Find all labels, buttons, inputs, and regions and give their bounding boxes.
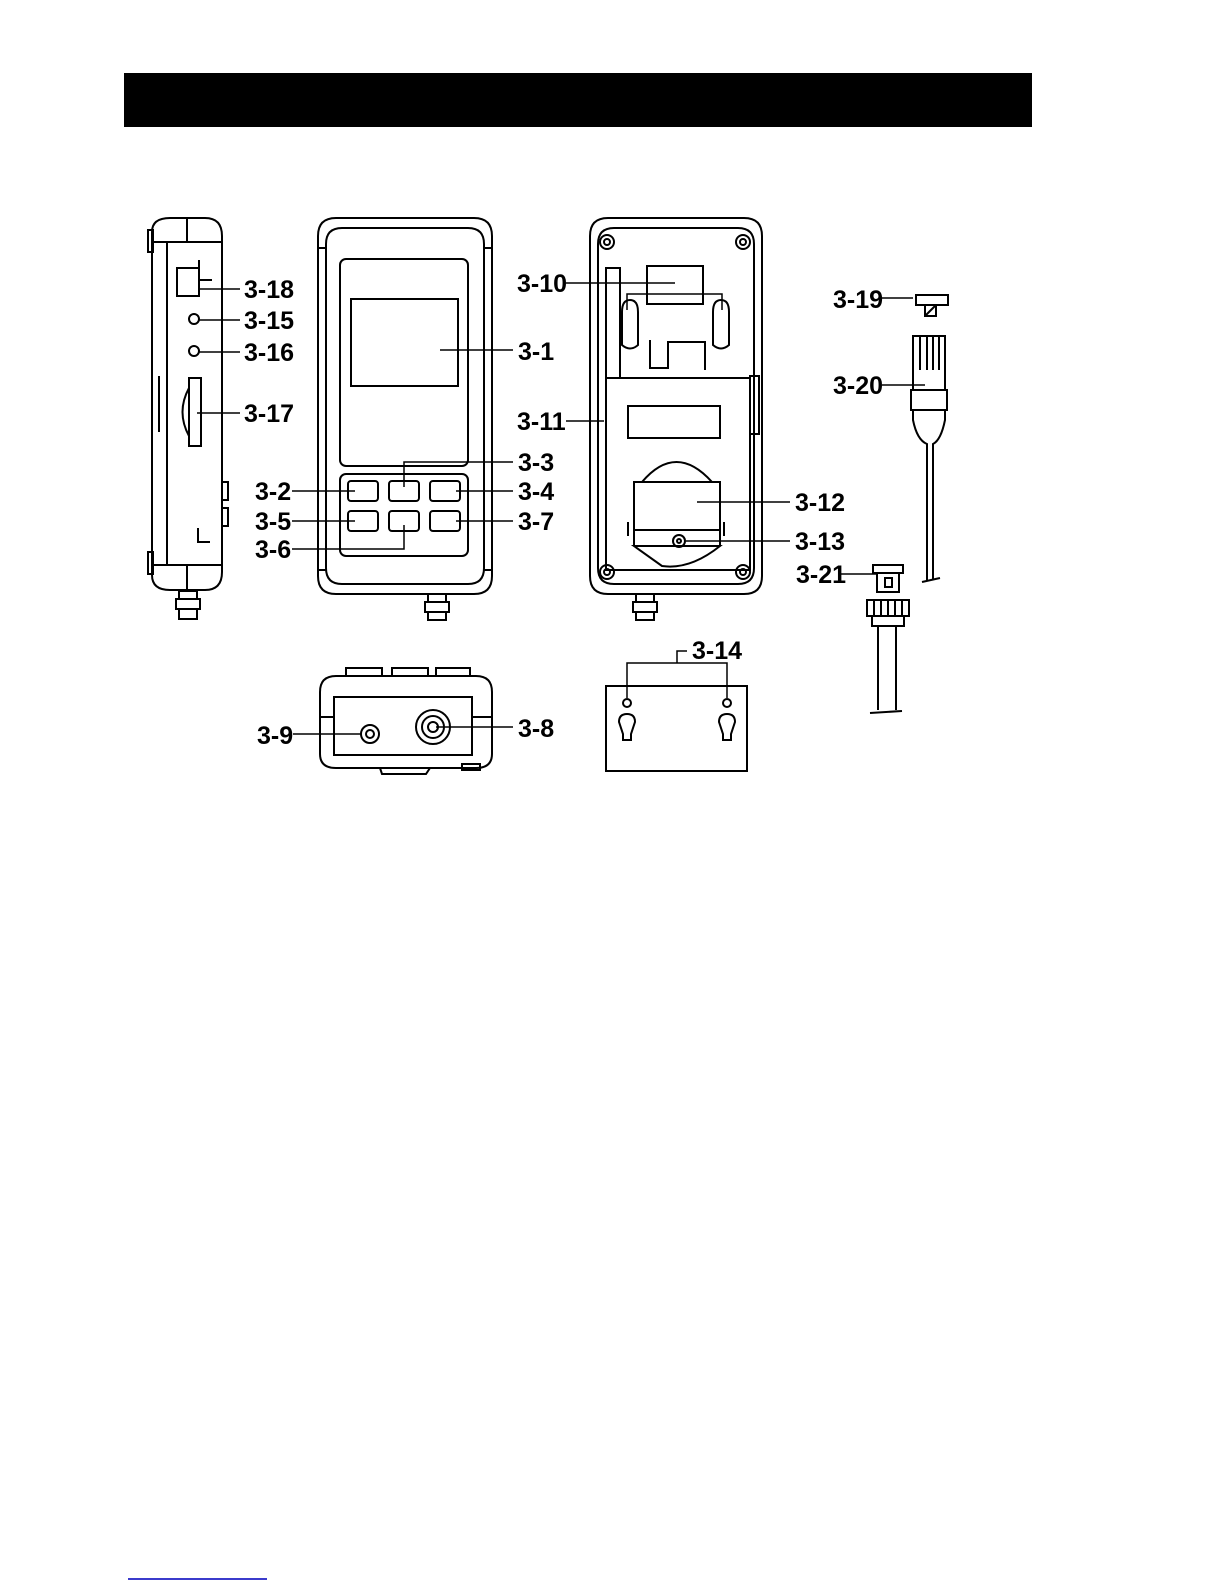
sd-slot-3-17 <box>189 378 201 446</box>
hanger-tab-3-10 <box>647 266 703 304</box>
button-3-7 <box>430 511 460 531</box>
callout-3-21: 3-21 <box>796 561 846 589</box>
callout-3-7: 3-7 <box>518 508 554 536</box>
probe-cap-3-19 <box>916 295 948 305</box>
callout-3-18: 3-18 <box>244 276 294 304</box>
callout-3-19: 3-19 <box>833 286 883 314</box>
rear-view <box>590 218 762 620</box>
callout-3-13: 3-13 <box>795 528 845 556</box>
callout-3-8: 3-8 <box>518 715 554 743</box>
bottom-view <box>320 668 492 774</box>
callout-3-17: 3-17 <box>244 400 294 428</box>
battery-cover-3-12 <box>634 482 720 530</box>
button-3-4 <box>430 481 460 501</box>
callout-3-4: 3-4 <box>518 478 554 506</box>
callout-3-16: 3-16 <box>244 339 294 367</box>
side-view <box>148 218 228 619</box>
callout-3-1: 3-1 <box>518 338 554 366</box>
end-panel <box>334 697 472 755</box>
callout-3-20: 3-20 <box>833 372 883 400</box>
callout-3-10: 3-10 <box>517 270 567 298</box>
jack-3-15 <box>189 314 199 324</box>
front-view <box>318 218 492 620</box>
jack-3-16 <box>189 346 199 356</box>
callout-3-15: 3-15 <box>244 307 294 335</box>
callout-3-11: 3-11 <box>517 408 566 436</box>
label-area-3-11 <box>628 406 720 438</box>
callout-3-2: 3-2 <box>255 478 291 506</box>
callout-3-14: 3-14 <box>692 637 742 665</box>
callout-3-5: 3-5 <box>255 508 291 536</box>
callout-3-9: 3-9 <box>257 722 293 750</box>
lcd-display-3-1 <box>351 299 458 386</box>
footer-rule <box>128 1578 267 1580</box>
callout-3-12: 3-12 <box>795 489 845 517</box>
bnc-cable <box>867 565 909 713</box>
callout-3-3: 3-3 <box>518 449 554 477</box>
probe-body-3-20 <box>913 336 945 390</box>
jack-3-9 <box>361 725 379 743</box>
hanger-plate <box>606 686 747 771</box>
switch-3-18 <box>177 268 199 296</box>
callout-3-6: 3-6 <box>255 536 291 564</box>
ph-probe <box>911 295 948 582</box>
